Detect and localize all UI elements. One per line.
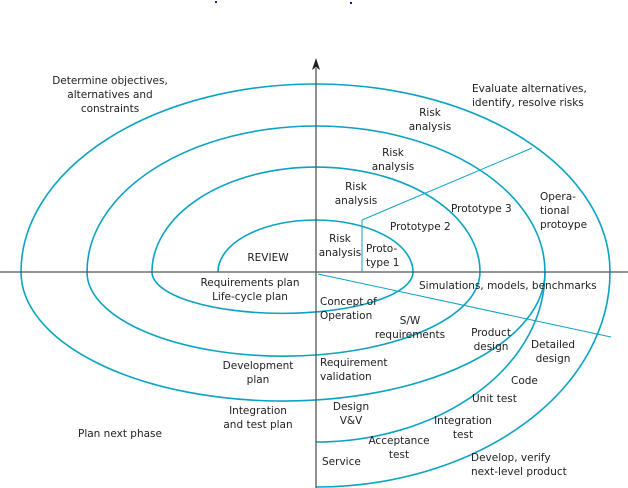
artifact-dot: [350, 2, 352, 4]
quadrant-label-objectives: Determine objectives, alternatives and c…: [52, 75, 168, 115]
development-step-label: Service: [322, 456, 361, 468]
dividers: [317, 147, 612, 338]
axes: [0, 58, 628, 488]
spiral-lower-arc: [20, 271, 546, 402]
development-divider-line: [317, 273, 612, 338]
spiral-lower-arc: [315, 271, 546, 443]
spiral-lower-arc: [86, 271, 481, 357]
quadrant-label-evaluate: Evaluate alternatives, identify, resolve…: [472, 83, 587, 109]
risk-analysis-label: Risk analysis: [318, 233, 362, 259]
quadrant-label-develop: Develop, verify next-level product: [471, 452, 567, 478]
development-step-label: Integration test: [434, 415, 492, 441]
prototype-label: Proto- type 1: [366, 243, 400, 269]
development-step-label: Product design: [471, 327, 511, 353]
prototype-divider-line: [361, 147, 533, 221]
risk-analysis-label: Risk analysis: [334, 181, 378, 207]
development-step-label: Detailed design: [530, 339, 576, 365]
validation-label: Design V&V: [332, 401, 370, 427]
review-label: REVIEW: [247, 252, 289, 264]
simulations-label: Simulations, models, benchmarks: [419, 280, 597, 292]
quadrant-label-plan: Plan next phase: [78, 428, 162, 440]
development-step-label: Code: [511, 375, 538, 387]
risk-analysis-label: Risk analysis: [408, 107, 452, 133]
spiral-lower-arc: [315, 271, 611, 488]
validation-label: Requirement validation: [320, 357, 388, 383]
development-step-label: Acceptance test: [368, 435, 430, 461]
planning-label: Integration and test plan: [223, 405, 293, 431]
arrow-head-icon: [312, 58, 320, 70]
risk-analysis-label: Risk analysis: [371, 147, 415, 173]
development-step-label: S/W requirements: [374, 315, 446, 341]
planning-label: Requirements plan Life-cycle plan: [200, 277, 300, 303]
development-step-label: Unit test: [472, 393, 517, 405]
artifact-dot: [215, 1, 217, 3]
prototype-label: Prototype 3: [451, 203, 512, 215]
prototype-label: Opera- tional protoype: [540, 191, 588, 231]
prototype-label: Prototype 2: [390, 221, 451, 233]
planning-label: Development plan: [222, 360, 294, 386]
development-step-label: Concept of Operation: [320, 296, 377, 322]
